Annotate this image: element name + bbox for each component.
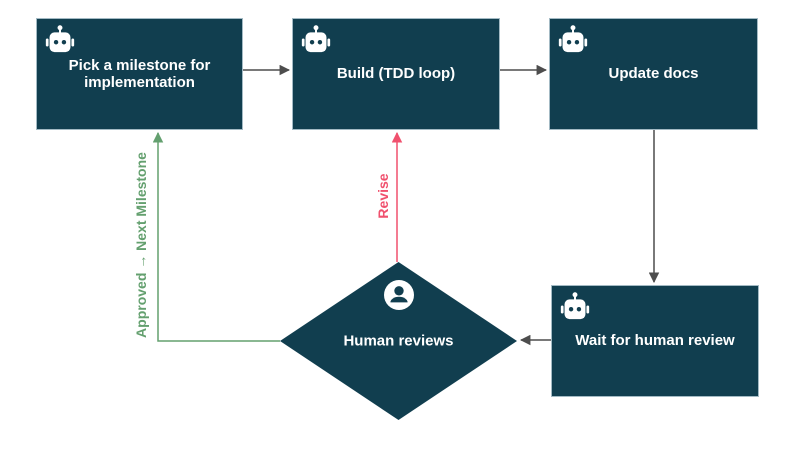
edge-review-to-pick-approved: [152, 131, 280, 342]
node-build-tdd-loop: Build (TDD loop): [292, 18, 500, 130]
node-label: Build (TDD loop): [336, 65, 456, 83]
robot-icon: [558, 25, 588, 53]
node-label: Pick a milestone for implementation: [68, 56, 211, 91]
robot-icon: [301, 25, 331, 53]
node-pick-milestone: Pick a milestone for implementation: [36, 18, 243, 130]
robot-icon: [560, 292, 590, 320]
person-icon: [383, 280, 414, 310]
node-label: Update docs: [608, 65, 699, 83]
node-update-docs: Update docs: [549, 18, 758, 130]
robot-icon: [45, 25, 75, 53]
node-label: Wait for human review: [575, 332, 735, 350]
edge-label-revise: Revise: [375, 146, 393, 246]
edge-label-approved-next-milestone: Approved → Next Milestone: [133, 145, 151, 345]
node-wait-human-review: Wait for human review: [551, 285, 759, 397]
node-label: Human reviews: [343, 332, 454, 350]
